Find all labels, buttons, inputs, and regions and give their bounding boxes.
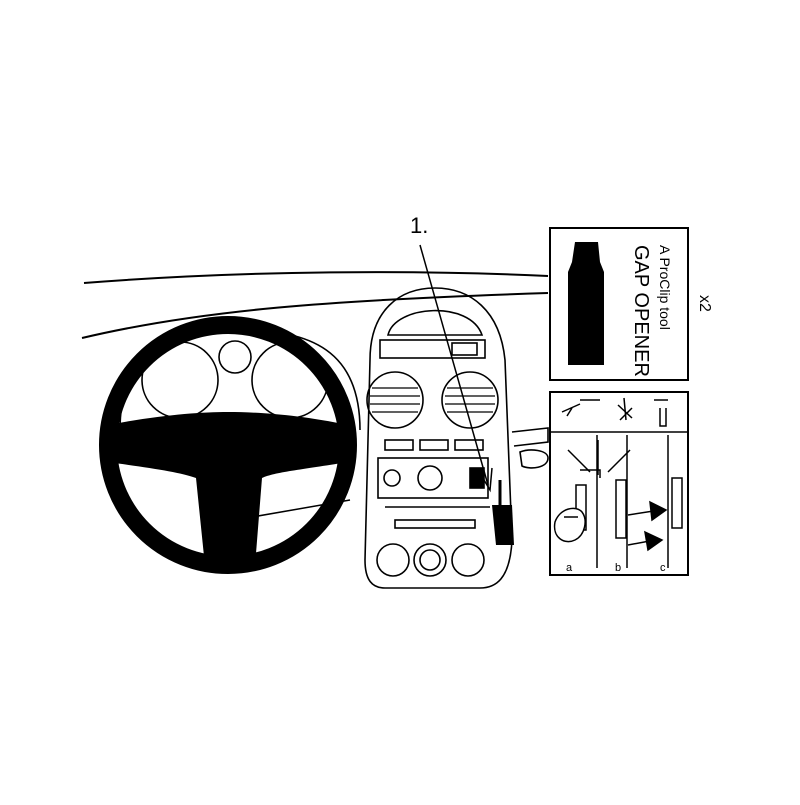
center-console: [364, 287, 549, 589]
gap-opener-title: GAP OPENER: [630, 245, 652, 377]
dashboard-outline: [81, 271, 549, 339]
callout-pointer: [419, 244, 493, 493]
gap-opener-box: GAP OPENER A ProClip tool: [549, 227, 689, 381]
quantity-label: x2: [696, 295, 713, 312]
step-label-b: b: [615, 562, 621, 574]
step-panel-b: [615, 435, 668, 568]
step-icons-row: [561, 397, 668, 427]
callout-step-label: 1.: [410, 213, 428, 238]
mount-bracket: [492, 480, 514, 545]
steps-box: a b c: [549, 391, 689, 576]
step-label-a: a: [566, 562, 573, 574]
gap-opener-subtitle: A ProClip tool: [657, 245, 673, 330]
gap-opener-tool-icon: [568, 242, 604, 365]
step-panel-c: [667, 435, 683, 568]
steering-wheel: [99, 316, 357, 574]
step-label-c: c: [660, 562, 666, 574]
step-panel-a: [553, 435, 631, 568]
